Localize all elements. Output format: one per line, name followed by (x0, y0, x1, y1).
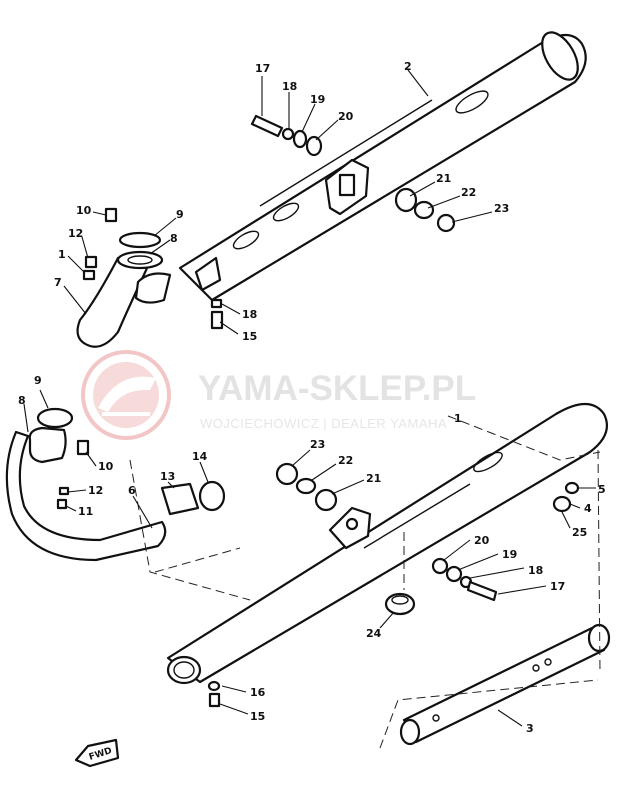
watermark-subtitle: WOJCIECHOWICZ | DEALER YAMAHA (200, 416, 447, 431)
lower-muffler (166, 402, 608, 685)
callout-18-top: 18 (282, 80, 297, 93)
callout-8-lower: 8 (18, 394, 26, 407)
callout-24: 24 (366, 627, 382, 640)
callout-10-top: 10 (76, 204, 92, 217)
callout-25: 25 (572, 526, 587, 539)
callout-16: 16 (250, 686, 266, 699)
upper-lower-bracket (194, 256, 222, 292)
callout-12-top: 12 (68, 227, 83, 240)
tailpipe-insert (399, 623, 611, 746)
callout-18-lower: 18 (528, 564, 543, 577)
upper-exhaust-pipe (76, 256, 172, 348)
watermark: YAMA-SKLEP.PL WOJCIECHOWICZ | DEALER YAM… (81, 350, 476, 440)
callout-15-lower: 15 (250, 710, 265, 723)
callout-22-top: 22 (461, 186, 476, 199)
callout-11: 11 (78, 505, 93, 518)
callout-labels: 17 18 19 20 2 21 22 23 10 9 12 8 1 7 18 … (18, 60, 606, 735)
callout-9-top: 9 (176, 208, 184, 221)
callout-1-lower: 1 (454, 412, 462, 425)
upper-bolt-set (250, 114, 456, 233)
leader-lines (23, 69, 596, 727)
callout-13: 13 (160, 470, 175, 483)
callout-20-lower: 20 (474, 534, 490, 547)
callout-21-top: 21 (436, 172, 451, 185)
lower-exhaust-pipe (5, 430, 167, 562)
callout-23-top: 23 (494, 202, 509, 215)
callout-23-lower: 23 (310, 438, 325, 451)
callout-17-lower: 17 (550, 580, 565, 593)
lower-gasket-flange (28, 407, 74, 464)
callout-18-mid: 18 (242, 308, 257, 321)
lower-rubber-damper (384, 592, 416, 616)
lower-muffler-bracket (328, 506, 372, 550)
lower-joint-clamps (160, 480, 226, 516)
callout-21-lower: 21 (366, 472, 381, 485)
dashed-reference-lines (129, 415, 601, 749)
callout-19-top: 19 (310, 93, 325, 106)
callout-22-lower: 22 (338, 454, 353, 467)
callout-9-lower: 9 (34, 374, 42, 387)
fwd-arrow-icon: FWD (74, 738, 120, 768)
lower-bolt-set (275, 462, 498, 602)
callout-5: 5 (598, 483, 606, 496)
callout-2: 2 (404, 60, 412, 73)
callout-4: 4 (584, 502, 592, 515)
upper-muffler-bracket (324, 158, 370, 216)
callout-15-top: 15 (242, 330, 257, 343)
callout-6: 6 (128, 484, 136, 497)
watermark-logo-icon (81, 350, 171, 440)
callout-12-lower: 12 (88, 484, 103, 497)
callout-8-top: 8 (170, 232, 178, 245)
callout-1-top: 1 (58, 248, 66, 261)
callout-3: 3 (526, 722, 534, 735)
callout-14: 14 (192, 450, 208, 463)
callout-20-top: 20 (338, 110, 354, 123)
callout-10-lower: 10 (98, 460, 114, 473)
callout-19-lower: 19 (502, 548, 517, 561)
callout-7: 7 (54, 276, 62, 289)
upper-muffler (178, 31, 587, 302)
callout-17-top: 17 (255, 62, 270, 75)
upper-gasket-flange (116, 231, 164, 270)
watermark-name: YAMA-SKLEP.PL (198, 369, 476, 408)
